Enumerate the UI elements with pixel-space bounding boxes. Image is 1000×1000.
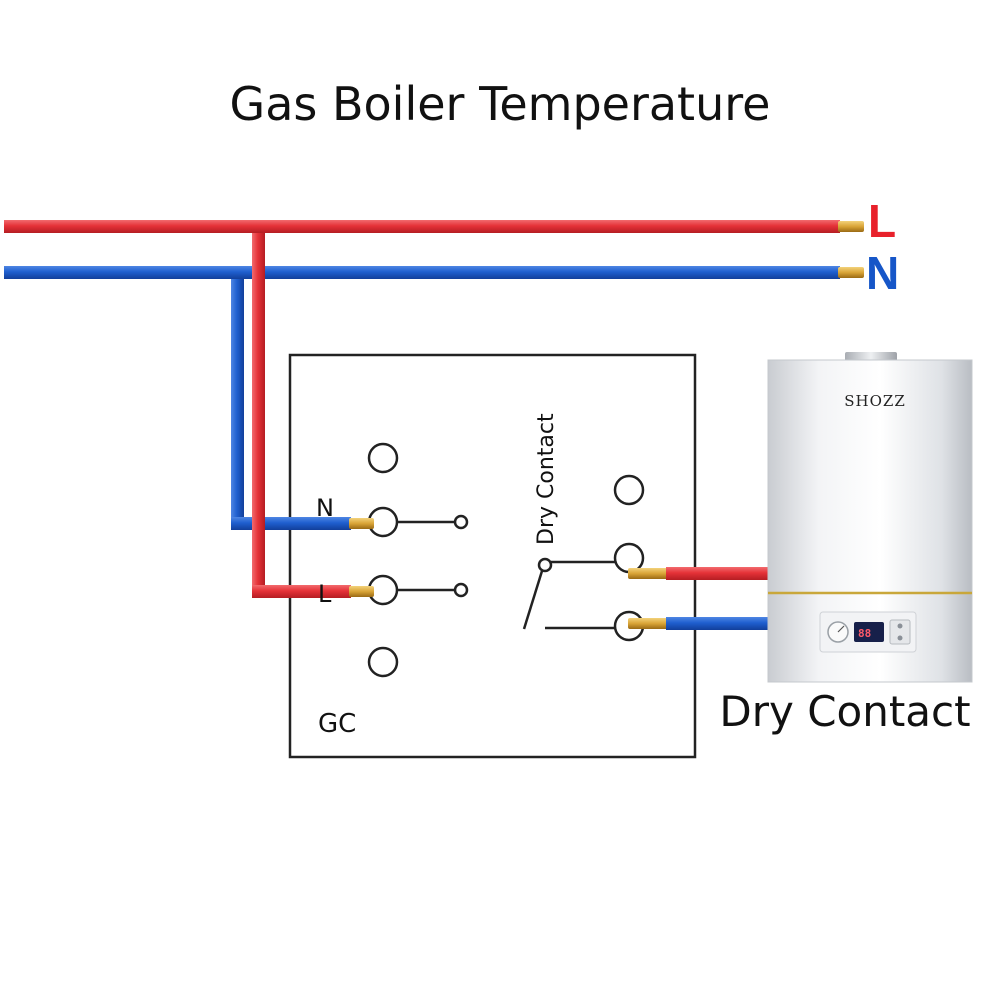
boiler-lcd-display: 88: [858, 627, 871, 640]
terminal-bottom-left: [367, 646, 399, 678]
diagram-title: Gas Boiler Temperature: [230, 77, 771, 131]
neutral-bus-wire: [4, 266, 864, 279]
live-bus-wire: [4, 220, 864, 233]
controller-label: GC: [318, 709, 356, 739]
terminal-l-internal-line: [397, 582, 469, 598]
boiler-brand: SHOZZ: [844, 392, 906, 410]
boiler-live-wire: [628, 567, 770, 580]
boiler-caption: Dry Contact: [719, 687, 970, 736]
dry-contact-switch: [522, 557, 615, 630]
terminal-dry-contact-1: [613, 542, 645, 574]
terminal-n-label: N: [316, 494, 334, 522]
neutral-bus-label: N: [866, 247, 899, 299]
boiler-neutral-wire: [628, 617, 770, 630]
terminal-top-right: [613, 474, 645, 506]
dry-contact-vertical-label: Dry Contact: [534, 413, 559, 545]
gas-boiler-image: [767, 352, 973, 683]
terminal-l-label: L: [318, 580, 332, 608]
terminal-n-internal-line: [397, 514, 469, 530]
terminal-top-left: [367, 442, 399, 474]
live-bus-label: L: [868, 195, 896, 247]
